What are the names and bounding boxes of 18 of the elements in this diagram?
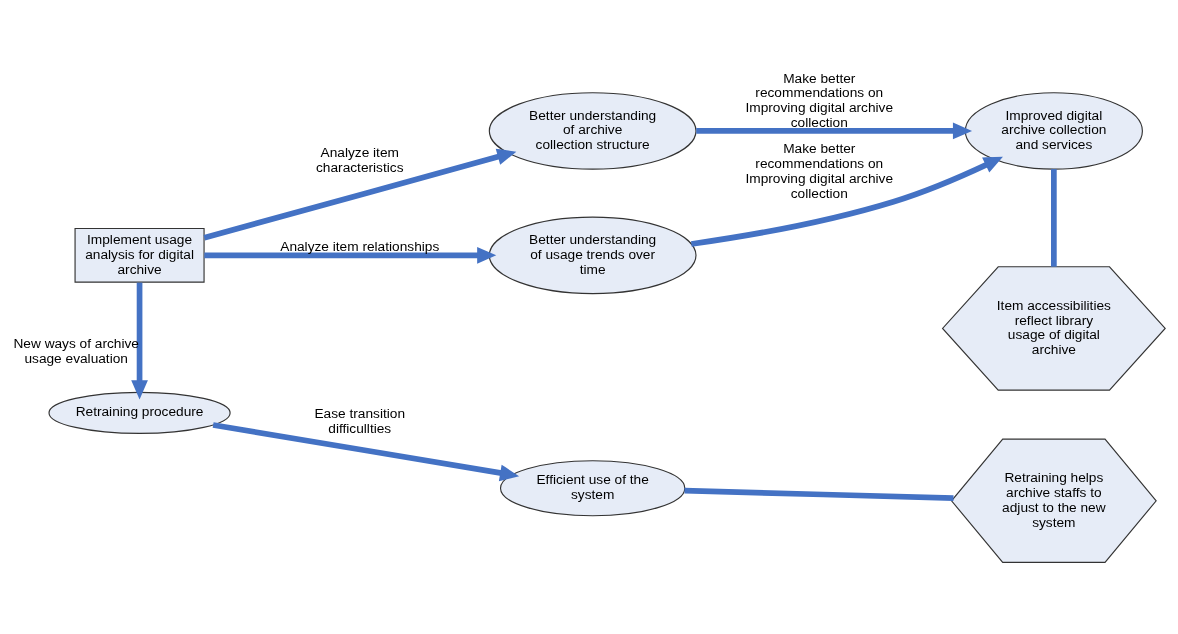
edge-label: Make better recommendations on Improving digital archive collection bbox=[745, 141, 894, 201]
arrow bbox=[203, 148, 517, 241]
node-ellipse: Retraining procedure bbox=[48, 391, 231, 434]
edge-label: Make better recommendations on Improving digital archive collection bbox=[745, 70, 894, 131]
node-box: Implement usage analysis for digital archive bbox=[74, 227, 205, 283]
edge-label: Analyze item characteristics bbox=[316, 144, 404, 175]
node-ellipse: Better understanding of archive collection structure bbox=[488, 92, 697, 170]
arrow bbox=[212, 422, 520, 482]
connector bbox=[1051, 169, 1057, 267]
arrow bbox=[696, 122, 973, 140]
edge-label: Ease transition difficullties bbox=[314, 406, 406, 436]
edge-label: Analyze item relationships bbox=[280, 239, 440, 255]
connector bbox=[684, 487, 954, 501]
arrow bbox=[204, 247, 497, 264]
node-ellipse: Better understanding of usage trends over time bbox=[488, 216, 697, 295]
arrow bbox=[690, 156, 1003, 247]
node-ellipse: Improved digital archive collection and services bbox=[964, 92, 1143, 170]
arrow bbox=[131, 282, 148, 400]
